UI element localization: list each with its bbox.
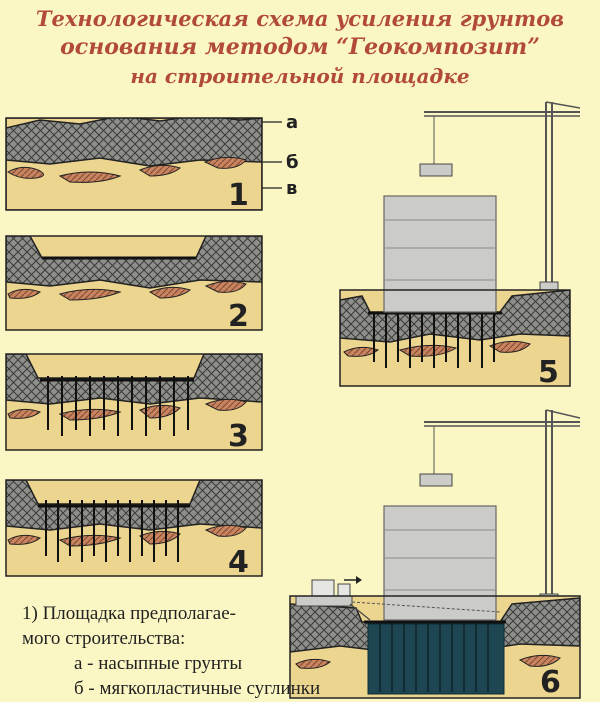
tower-crane bbox=[419, 101, 581, 293]
injector-rods bbox=[47, 376, 189, 436]
caption-line-3: а - насыпные грунты bbox=[74, 653, 243, 674]
label-v: в bbox=[286, 178, 297, 199]
injector-rods bbox=[45, 500, 179, 562]
stage-3-number: 3 bbox=[228, 419, 249, 454]
stage-2-number: 2 bbox=[228, 299, 249, 334]
diagram-title: Технологическая схема усиления грунтов о… bbox=[0, 4, 600, 91]
clay-lenses bbox=[343, 340, 531, 357]
stage-1-number: 1 bbox=[228, 178, 249, 213]
label-a: а bbox=[286, 112, 298, 133]
clay-lenses bbox=[7, 524, 247, 547]
stage-6-number: 6 bbox=[540, 665, 561, 700]
stage-2-panel: 2 bbox=[5, 235, 263, 334]
grouted-soil-mass bbox=[367, 623, 505, 695]
building bbox=[383, 505, 497, 621]
stage-4-panel: 4 bbox=[5, 479, 263, 580]
title-line-1: Технологическая схема усиления грунтов bbox=[35, 6, 565, 31]
tower-crane bbox=[419, 409, 581, 605]
stage-4-number: 4 bbox=[228, 545, 249, 580]
fill-soil-layer bbox=[6, 118, 262, 167]
caption-line-1: 1) Площадка предполагае- bbox=[22, 603, 236, 624]
caption-line-4: б - мягкопластичные суглинки bbox=[74, 678, 321, 699]
title-line-2: основания методом “Геокомпозит” bbox=[60, 34, 540, 60]
legend-caption: 1) Площадка предполагае- мого строительс… bbox=[22, 601, 352, 701]
clay-lenses bbox=[7, 156, 247, 183]
caption-line-2: мого строительства: bbox=[22, 628, 186, 649]
stage-5-number: 5 bbox=[538, 355, 559, 390]
stage-1-panel: а б в 1 bbox=[5, 112, 299, 213]
stage-5-panel: 5 bbox=[339, 101, 581, 390]
reinforcement-rods bbox=[373, 314, 495, 368]
clay-lenses bbox=[7, 280, 247, 301]
stage-3-panel: 3 bbox=[5, 353, 263, 454]
clay-lenses bbox=[295, 654, 561, 669]
label-b: б bbox=[286, 152, 299, 173]
clay-lenses bbox=[7, 398, 247, 421]
building bbox=[383, 195, 497, 313]
stage-6-panel: 6 bbox=[289, 409, 581, 700]
title-line-3: на строительной площадке bbox=[130, 64, 470, 88]
arrow-right-icon bbox=[356, 576, 362, 584]
